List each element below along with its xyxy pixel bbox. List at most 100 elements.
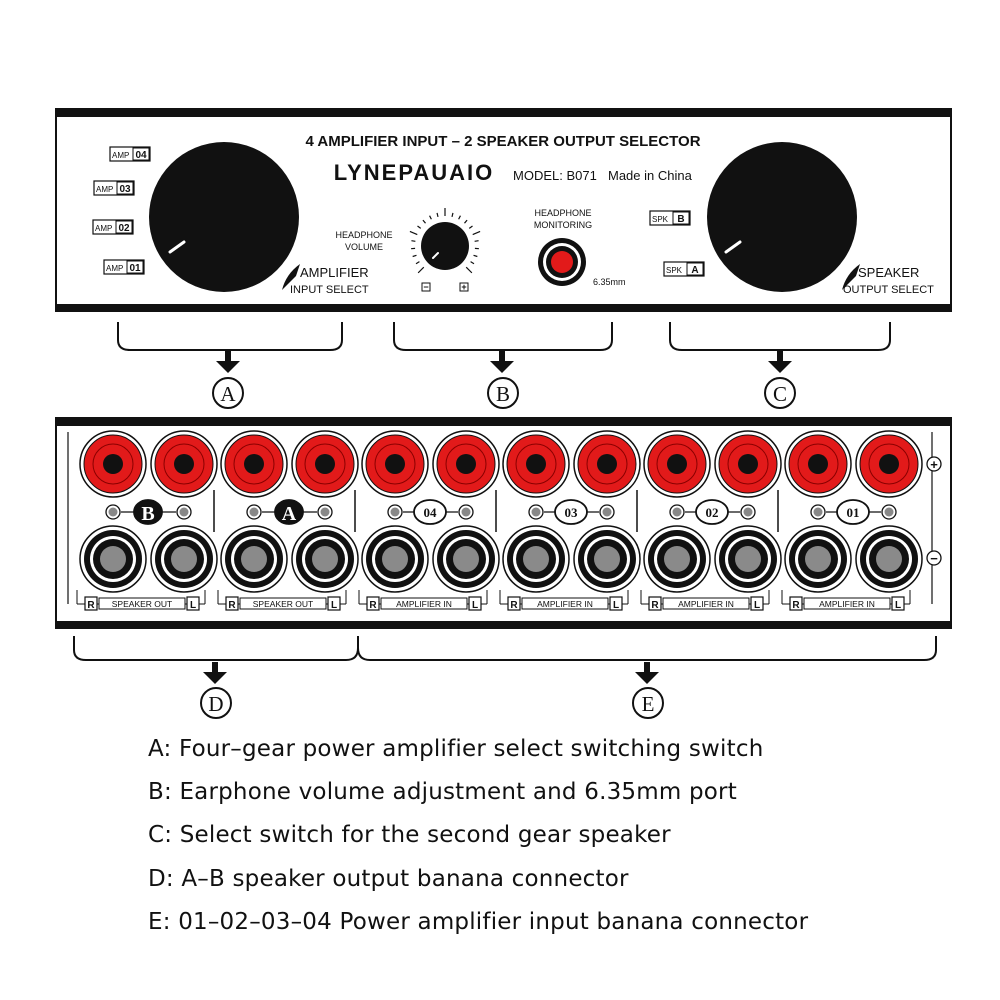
volume-tick [409, 230, 418, 236]
screw [387, 504, 403, 520]
group-name: SPEAKER OUT [112, 599, 172, 609]
amp-knob-arrow-mark [282, 264, 300, 290]
black-binding-post[interactable] [361, 525, 429, 593]
spk-letter: B [677, 214, 684, 225]
volume-tick [417, 225, 422, 229]
group-badge-bg [133, 499, 163, 525]
jack-size-label: 6.35mm [593, 277, 626, 287]
group-badge-bg [554, 499, 588, 525]
black-binding-post[interactable] [855, 525, 923, 593]
spk-knob-label-line2: OUTPUT SELECT [843, 284, 934, 296]
screw [105, 504, 121, 520]
volume-tick [412, 254, 417, 258]
amp-tag: AMP [95, 224, 112, 233]
amp-num: 02 [118, 223, 130, 234]
red-binding-post[interactable] [432, 430, 500, 498]
front-callouts [117, 322, 891, 351]
brand-logo: LYNEPAUAIO [334, 160, 495, 185]
screw [740, 504, 756, 520]
description-c: C: Select switch for the second gear spe… [148, 822, 671, 848]
screw [528, 504, 544, 520]
black-binding-post[interactable] [432, 525, 500, 593]
red-binding-post[interactable] [502, 430, 570, 498]
callout-d-letter: D [208, 692, 223, 716]
red-binding-post[interactable] [150, 430, 218, 498]
black-binding-post[interactable] [784, 525, 852, 593]
black-binding-post[interactable] [502, 525, 570, 593]
callout-b-letter: B [496, 382, 510, 406]
connector-group: 01R AMPLIFIER IN L [777, 430, 923, 611]
spk-knob-arrow-mark [842, 264, 860, 290]
channel-r: R [87, 600, 95, 611]
volume-tick [411, 240, 416, 242]
black-binding-post[interactable] [291, 525, 359, 593]
front-title: 4 AMPLIFIER INPUT – 2 SPEAKER OUTPUT SEL… [305, 133, 700, 150]
red-binding-post[interactable] [784, 430, 852, 498]
headphone-volume-knob[interactable] [421, 222, 469, 270]
screw [810, 504, 826, 520]
amplifier-select-knob[interactable] [149, 142, 299, 292]
channel-r: R [792, 600, 800, 611]
callout-a: A [212, 377, 244, 409]
volume-tick [474, 240, 479, 242]
red-binding-post[interactable] [361, 430, 429, 498]
channel-r: R [369, 600, 377, 611]
black-binding-post[interactable] [79, 525, 147, 593]
channel-l: L [895, 600, 901, 611]
group-badge-bg [274, 499, 304, 525]
red-binding-post[interactable] [714, 430, 782, 498]
description-d: D: A–B speaker output banana connector [148, 866, 629, 892]
red-binding-post[interactable] [855, 430, 923, 498]
amp-knob-label-line2: INPUT SELECT [290, 284, 369, 296]
screw [458, 504, 474, 520]
channel-r: R [510, 600, 518, 611]
spk-letter: A [691, 265, 698, 276]
volume-label-line1: HEADPHONE [335, 230, 392, 240]
channel-l: L [190, 600, 196, 611]
spk-knob-label-line1: SPEAKER [858, 265, 919, 280]
screw [669, 504, 685, 520]
volume-tick [436, 212, 439, 217]
red-binding-post[interactable] [220, 430, 288, 498]
amp-position-04: AMP 04 [109, 146, 151, 162]
headphone-jack[interactable] [538, 238, 586, 286]
group-badge: 01 [847, 505, 860, 520]
black-binding-post[interactable] [714, 525, 782, 593]
rear-callouts [73, 636, 937, 661]
callout-d: D [200, 687, 232, 719]
front-panel: 4 AMPLIFIER INPUT – 2 SPEAKER OUTPUT SEL… [55, 108, 952, 312]
red-binding-post[interactable] [643, 430, 711, 498]
black-binding-post[interactable] [220, 525, 288, 593]
red-binding-post[interactable] [291, 430, 359, 498]
group-name: AMPLIFIER IN [819, 599, 875, 609]
channel-l: L [472, 600, 478, 611]
volume-tick [422, 219, 426, 224]
channel-l: L [754, 600, 760, 611]
callout-a-letter: A [220, 382, 236, 406]
callout-b: B [487, 377, 519, 409]
amp-tag: AMP [106, 264, 123, 273]
speaker-select-knob[interactable] [707, 142, 857, 292]
front-arrows [216, 351, 792, 373]
minus-sign: − [930, 551, 938, 566]
black-binding-post[interactable] [573, 525, 641, 593]
callout-e-letter: E [642, 692, 655, 716]
red-binding-post[interactable] [573, 430, 641, 498]
description-e: E: 01–02–03–04 Power amplifier input ban… [148, 909, 809, 935]
black-binding-post[interactable] [643, 525, 711, 593]
spk-tag: SPK [666, 266, 683, 275]
group-name: SPEAKER OUT [253, 599, 313, 609]
red-binding-post[interactable] [79, 430, 147, 498]
amp-num: 01 [129, 263, 141, 274]
group-name: AMPLIFIER IN [537, 599, 593, 609]
callout-c-letter: C [773, 382, 787, 406]
volume-tick [417, 266, 425, 274]
screw [246, 504, 262, 520]
model-label: MODEL: B071 [513, 168, 597, 183]
black-binding-post[interactable] [150, 525, 218, 593]
description-b: B: Earphone volume adjustment and 6.35mm… [148, 779, 737, 805]
